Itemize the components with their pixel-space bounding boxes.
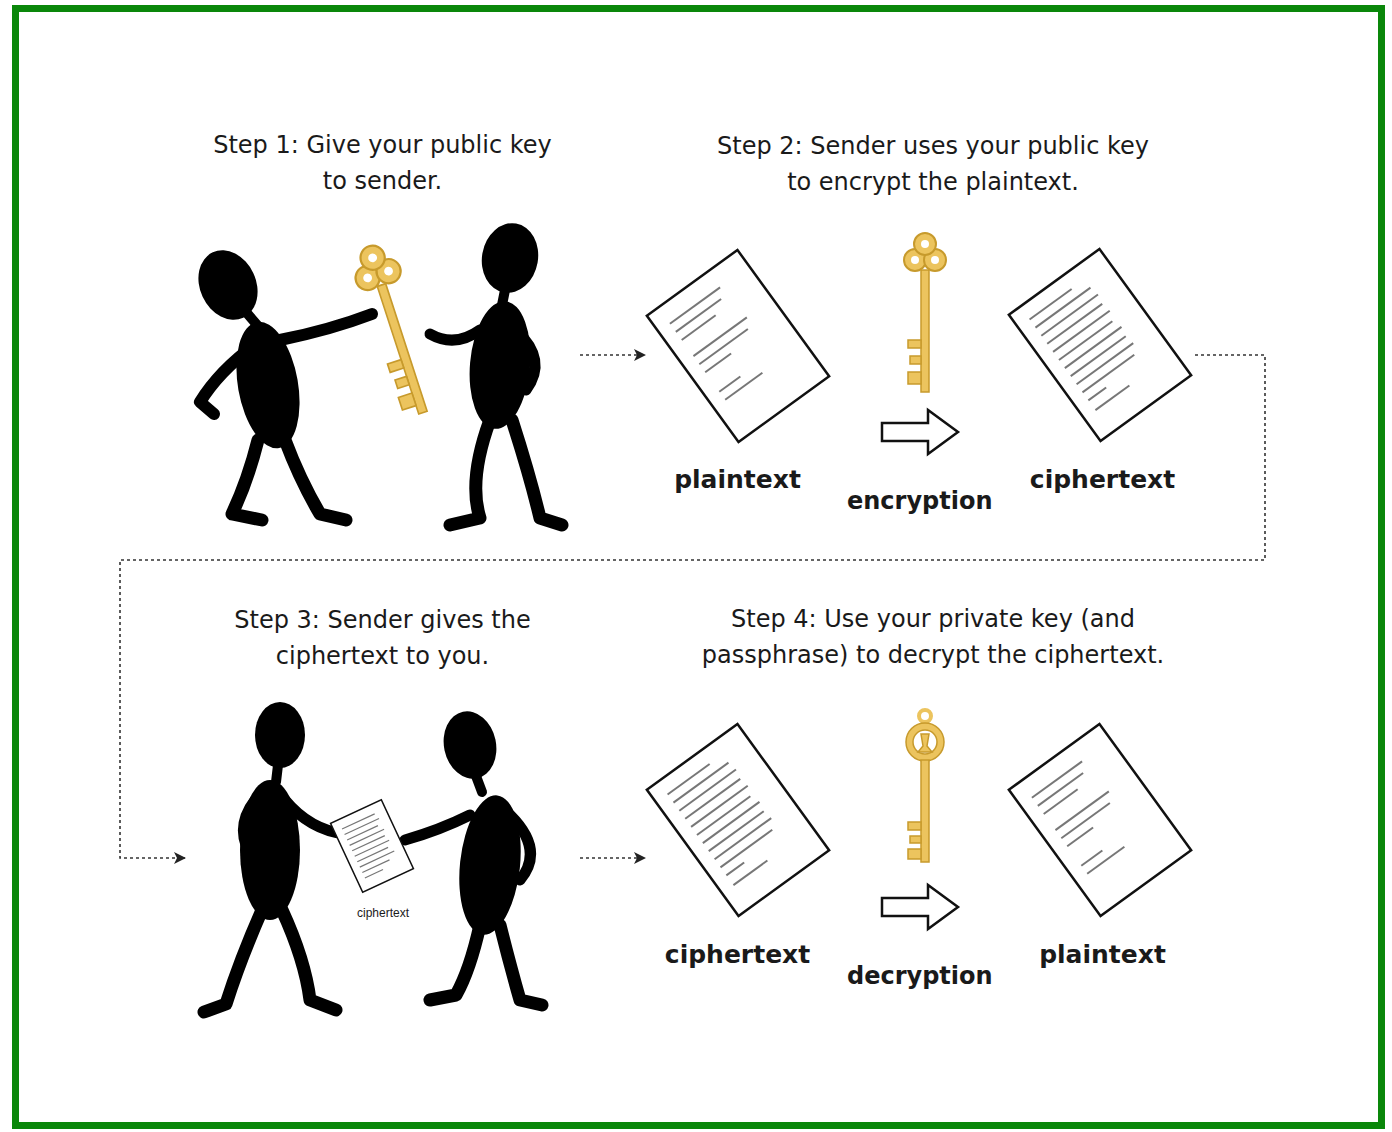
step-caption: Step 4: Use your private key (and passph… <box>663 601 1203 673</box>
document-node: plaintext <box>645 245 830 500</box>
step-caption: Step 1: Give your public key to sender. <box>203 127 563 199</box>
document-sheet <box>1009 249 1191 441</box>
document-label: plaintext <box>674 464 801 496</box>
document-sheet <box>647 724 829 916</box>
dotted-connector <box>580 354 645 356</box>
public-key <box>347 239 445 420</box>
public-key <box>904 233 946 392</box>
dotted-connector <box>120 355 1265 858</box>
document-sheet <box>647 250 829 442</box>
document-node: ciphertext <box>1010 245 1195 500</box>
dotted-connector <box>580 857 645 859</box>
person-figure <box>430 219 562 525</box>
step-scene: Step 1: Give your public key to sender. <box>185 125 580 535</box>
step-caption: Step 3: Sender gives the ciphertext to y… <box>203 602 563 674</box>
document-node: ciphertext <box>645 720 830 975</box>
private-key <box>906 710 944 862</box>
document-sheet <box>1009 724 1191 916</box>
person-figure <box>405 706 542 1005</box>
step-caption: Step 2: Sender uses your public key to e… <box>703 128 1163 200</box>
step-scene: Step 3: Sender gives the ciphertext to y… <box>185 600 580 1020</box>
frame-border <box>16 9 1382 1126</box>
block-arrow <box>882 410 958 454</box>
edge-label: decryption <box>845 961 995 991</box>
document-node: plaintext <box>1010 720 1195 975</box>
block-arrow <box>882 885 958 929</box>
person-figure <box>204 702 345 1012</box>
edge-label: encryption <box>845 486 995 516</box>
paper-label: ciphertext <box>338 905 428 921</box>
person-figure <box>187 241 372 520</box>
document-sheet <box>331 800 414 893</box>
document-label: plaintext <box>1039 939 1166 971</box>
document-label: ciphertext <box>1030 464 1175 496</box>
document-label: ciphertext <box>665 939 810 971</box>
